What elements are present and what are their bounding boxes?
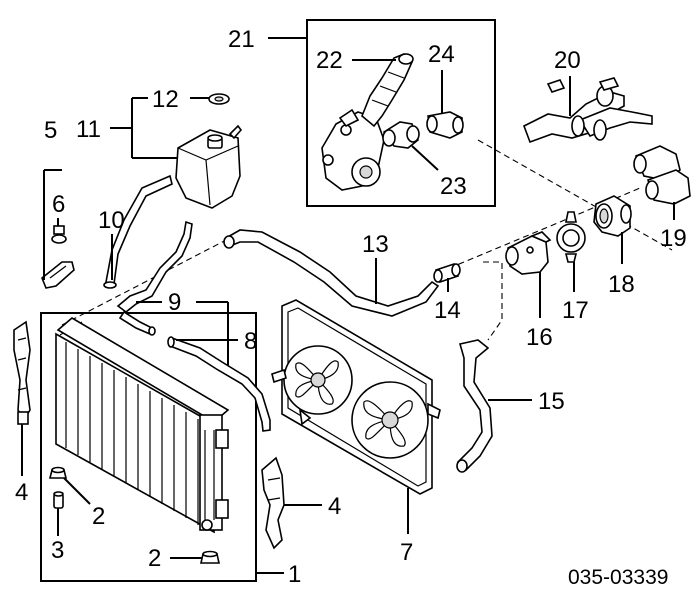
callout-18: 18 <box>608 271 635 298</box>
callout-24: 24 <box>428 41 455 68</box>
reservoir-cap <box>208 93 230 105</box>
radiator <box>55 317 230 534</box>
callout-3: 3 <box>51 537 64 564</box>
reservoir-bracket <box>41 261 75 289</box>
callout-labels: 1 2 2 3 4 4 5 6 7 8 9 10 11 12 13 14 15 … <box>15 26 687 588</box>
callout-10: 10 <box>98 207 125 234</box>
water-pump <box>321 108 385 191</box>
cooling-fan-assembly <box>271 299 441 495</box>
water-pump-group-box <box>306 19 496 207</box>
callout-9: 9 <box>168 289 181 316</box>
callout-5: 5 <box>44 117 57 144</box>
callout-6: 6 <box>52 191 65 218</box>
overflow-hose <box>116 220 193 336</box>
callout-22: 22 <box>316 47 343 74</box>
hose-connector <box>433 262 461 284</box>
callout-2-upper: 2 <box>92 503 105 530</box>
callout-15: 15 <box>538 388 565 415</box>
callout-2-lower: 2 <box>148 545 161 572</box>
callout-4-right: 4 <box>328 493 341 520</box>
water-outlet <box>593 195 632 237</box>
rubber-bushing-upper <box>48 466 68 479</box>
callout-7: 7 <box>400 539 413 566</box>
water-pump-inlet-hose <box>361 53 414 128</box>
radiator-group-box <box>40 312 257 582</box>
radiator-hose-lower-small <box>167 336 271 432</box>
callout-21: 21 <box>228 26 255 53</box>
thermostat <box>556 211 586 263</box>
coolant-reservoir <box>175 124 243 209</box>
callout-20: 20 <box>554 47 581 74</box>
callout-19: 19 <box>660 225 687 252</box>
diagram-code: 035-03339 <box>568 566 668 589</box>
leader-lines <box>21 37 675 574</box>
rubber-bushing-lower <box>200 550 220 564</box>
callout-14: 14 <box>434 297 461 324</box>
upper-radiator-hose <box>223 229 440 317</box>
bypass-hoses <box>633 145 691 205</box>
callout-1: 1 <box>288 561 301 588</box>
lower-radiator-hose <box>456 339 493 473</box>
callout-23: 23 <box>440 173 467 200</box>
callout-17: 17 <box>562 297 589 324</box>
bracket-bolt <box>51 225 67 244</box>
radiator-bracket-left <box>13 320 31 425</box>
callout-11: 11 <box>76 116 101 143</box>
water-pump-outlet-hose <box>382 121 420 149</box>
callout-16: 16 <box>526 324 553 351</box>
callout-13: 13 <box>362 231 389 258</box>
thermostat-housing <box>505 231 552 275</box>
callout-8: 8 <box>244 328 257 355</box>
radiator-bracket-right <box>261 456 285 550</box>
drain-plug <box>53 491 64 509</box>
callout-12: 12 <box>152 86 179 113</box>
callout-4-left: 4 <box>15 479 28 506</box>
water-pipe <box>522 77 653 144</box>
water-pump-bypass-hose <box>426 111 464 139</box>
